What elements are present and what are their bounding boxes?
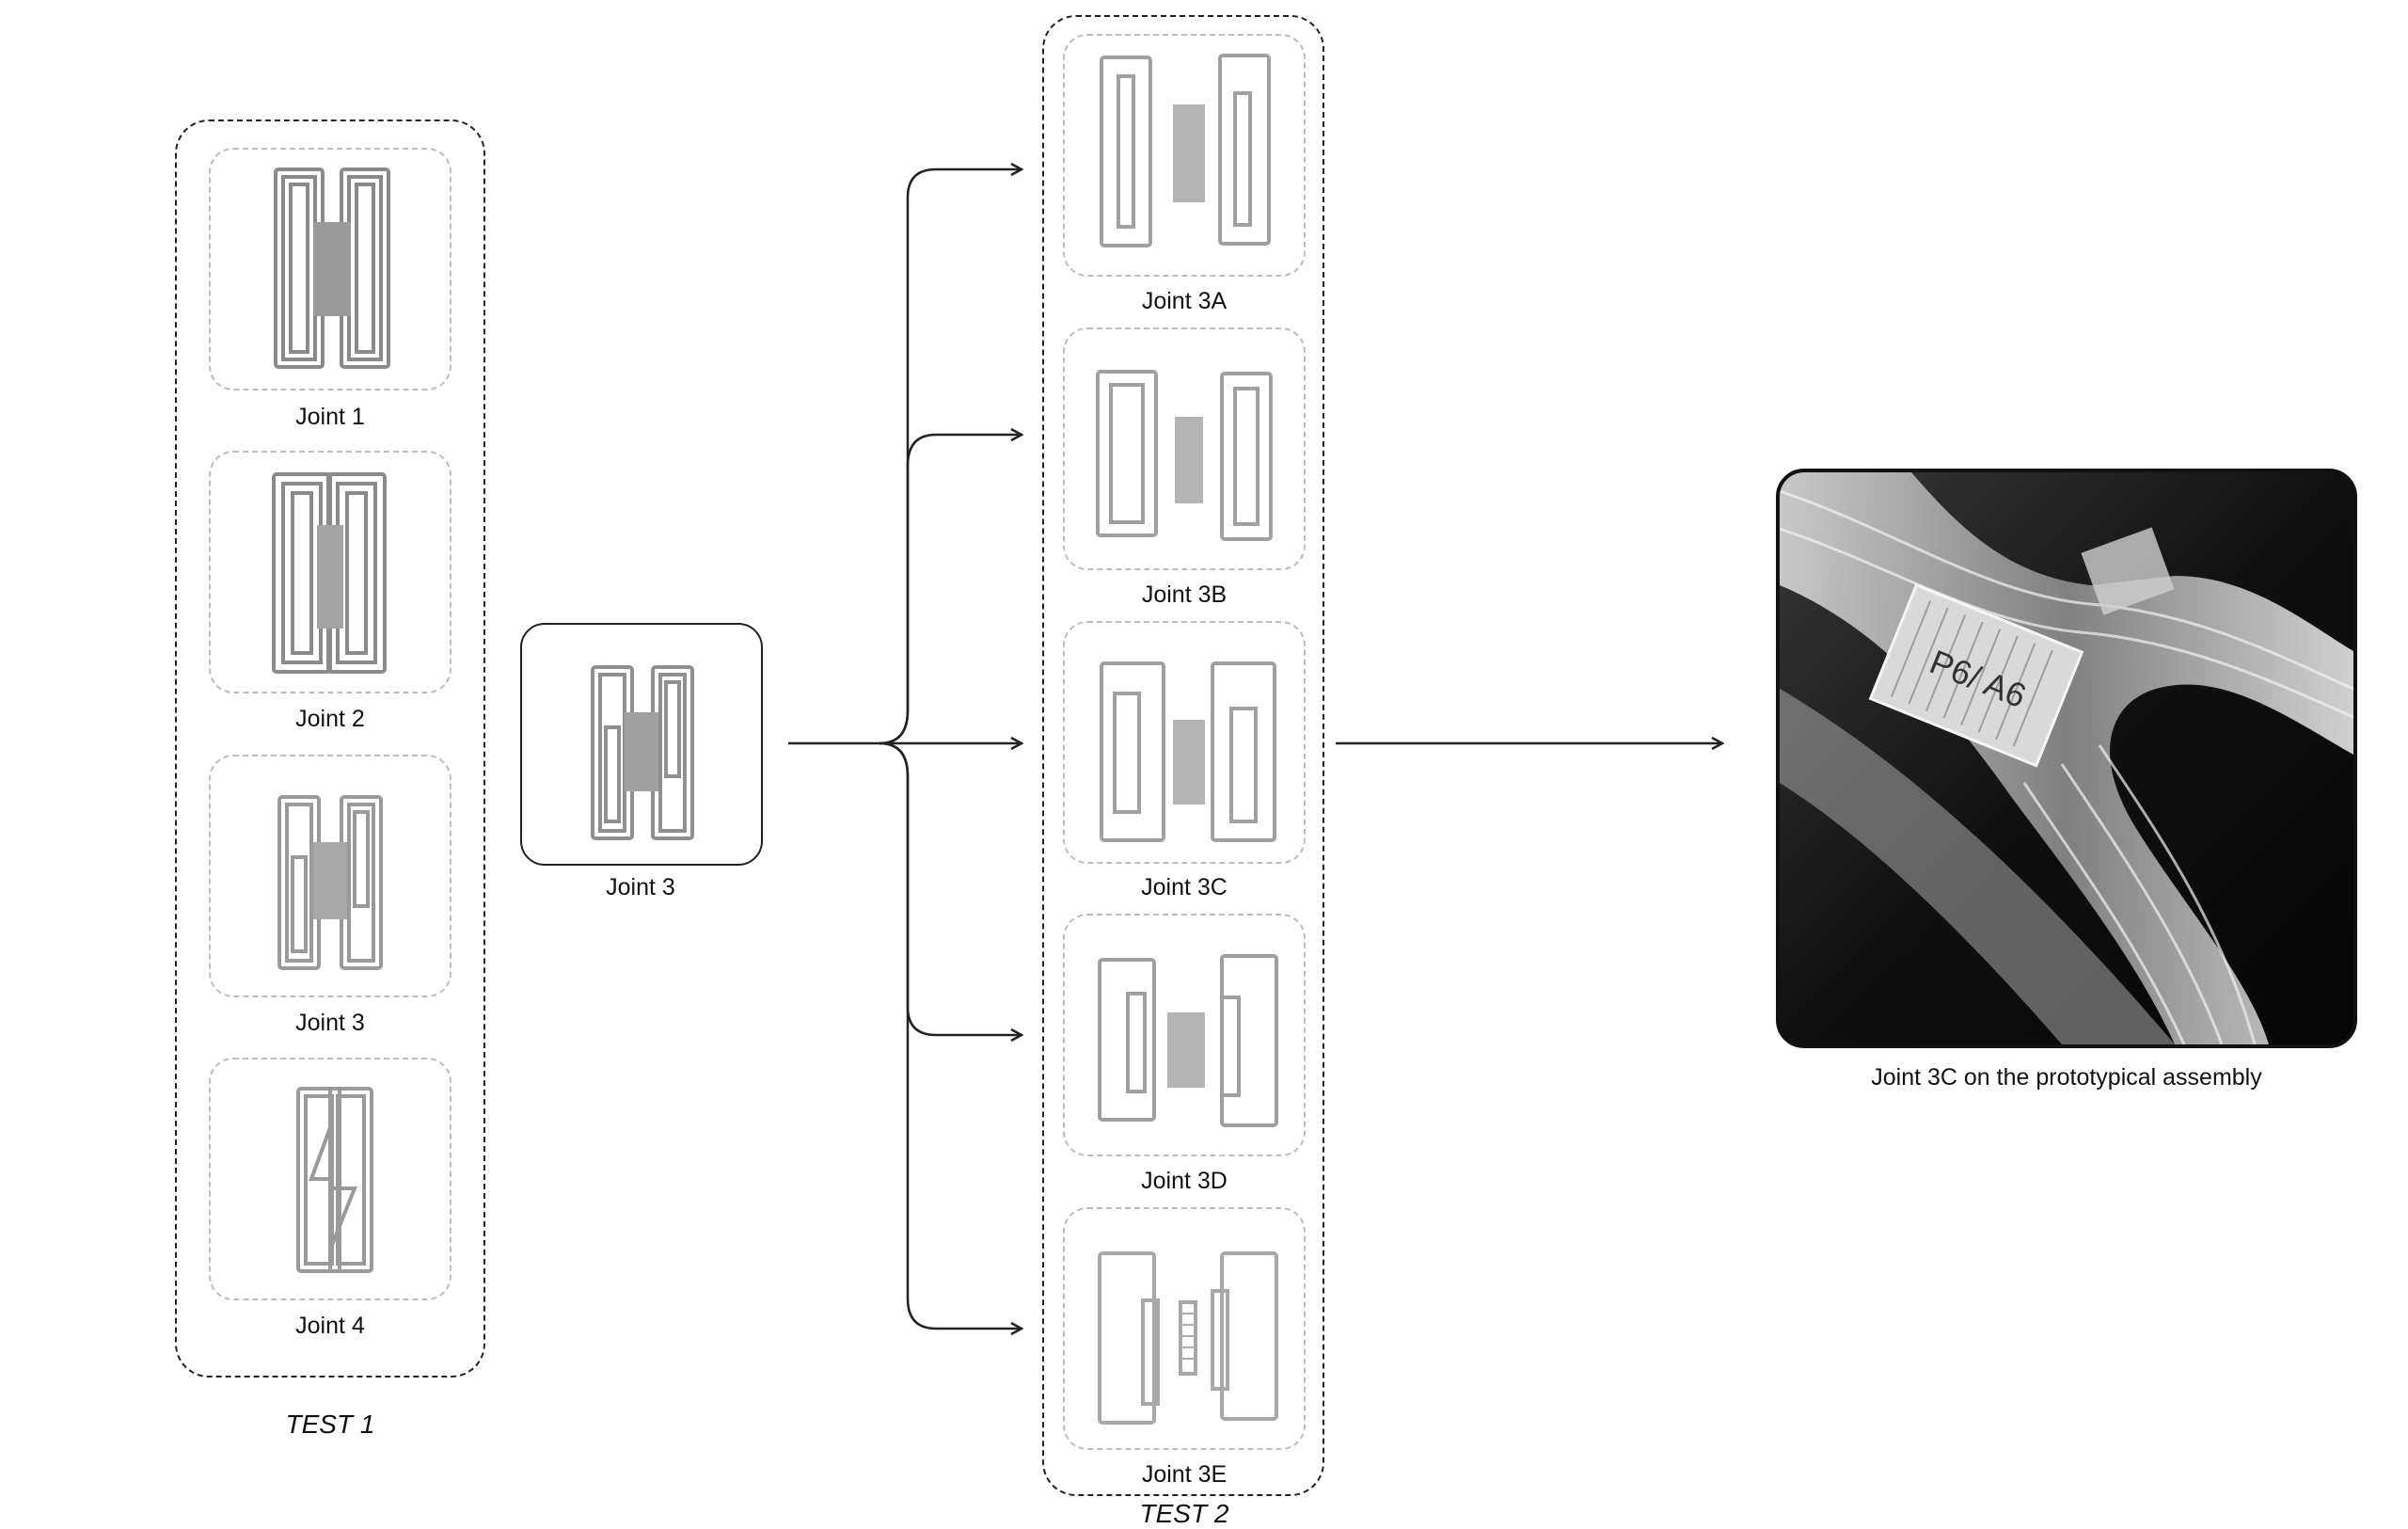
joint-3d-label: Joint 3D bbox=[1141, 1168, 1228, 1194]
assembly-caption: Joint 3C on the prototypical assembly bbox=[1871, 1064, 2262, 1091]
joint-4-tile bbox=[209, 1058, 452, 1300]
joint-3b-tile bbox=[1063, 327, 1306, 570]
assembly-photo: P6/ A6 bbox=[1776, 469, 2357, 1048]
joint-3e-label: Joint 3E bbox=[1141, 1461, 1228, 1488]
branch-to-joint-3a-arrow bbox=[879, 169, 1021, 745]
selected-joint-3-box bbox=[520, 623, 763, 866]
joint-3b-specimen-icon bbox=[1096, 370, 1273, 541]
joint-3-tile bbox=[209, 755, 452, 997]
test-1-title: TEST 1 bbox=[285, 1410, 375, 1439]
selected-joint-3-specimen-icon bbox=[591, 665, 694, 840]
joint-2-label: Joint 2 bbox=[295, 706, 365, 732]
joint-4-specimen-icon bbox=[296, 1087, 373, 1273]
test-1-group bbox=[175, 119, 485, 1378]
joint-1-specimen-icon bbox=[274, 167, 390, 369]
joint-3a-specimen-icon bbox=[1100, 54, 1271, 247]
joint-3-label: Joint 3 bbox=[295, 1010, 365, 1036]
joint-1-tile bbox=[209, 148, 452, 390]
assembly-photo-icon: P6/ A6 bbox=[1780, 472, 2353, 1044]
joint-3c-specimen-icon bbox=[1100, 661, 1276, 842]
test-2-group bbox=[1042, 15, 1324, 1496]
joint-3d-specimen-icon bbox=[1098, 954, 1278, 1127]
joint-4-label: Joint 4 bbox=[295, 1313, 365, 1339]
selected-joint-3-label: Joint 3 bbox=[606, 874, 675, 900]
joint-3c-tile bbox=[1063, 621, 1306, 864]
branch-to-joint-3d-arrow bbox=[879, 741, 1021, 1035]
branch-to-joint-3e-arrow bbox=[879, 741, 1021, 1329]
joint-3c-label: Joint 3C bbox=[1141, 874, 1228, 900]
joint-3-specimen-icon bbox=[277, 795, 383, 970]
joint-2-specimen-icon bbox=[272, 472, 387, 674]
joint-3e-tile bbox=[1063, 1207, 1306, 1450]
joint-3d-tile bbox=[1063, 914, 1306, 1156]
joint-3b-label: Joint 3B bbox=[1141, 581, 1228, 608]
joint-3a-tile bbox=[1063, 34, 1306, 277]
joint-2-tile bbox=[209, 451, 452, 693]
joint-3a-label: Joint 3A bbox=[1141, 288, 1228, 314]
joint-1-label: Joint 1 bbox=[295, 404, 365, 430]
joint-3e-specimen-icon bbox=[1098, 1251, 1278, 1425]
branch-to-joint-3b-arrow bbox=[879, 435, 1021, 745]
